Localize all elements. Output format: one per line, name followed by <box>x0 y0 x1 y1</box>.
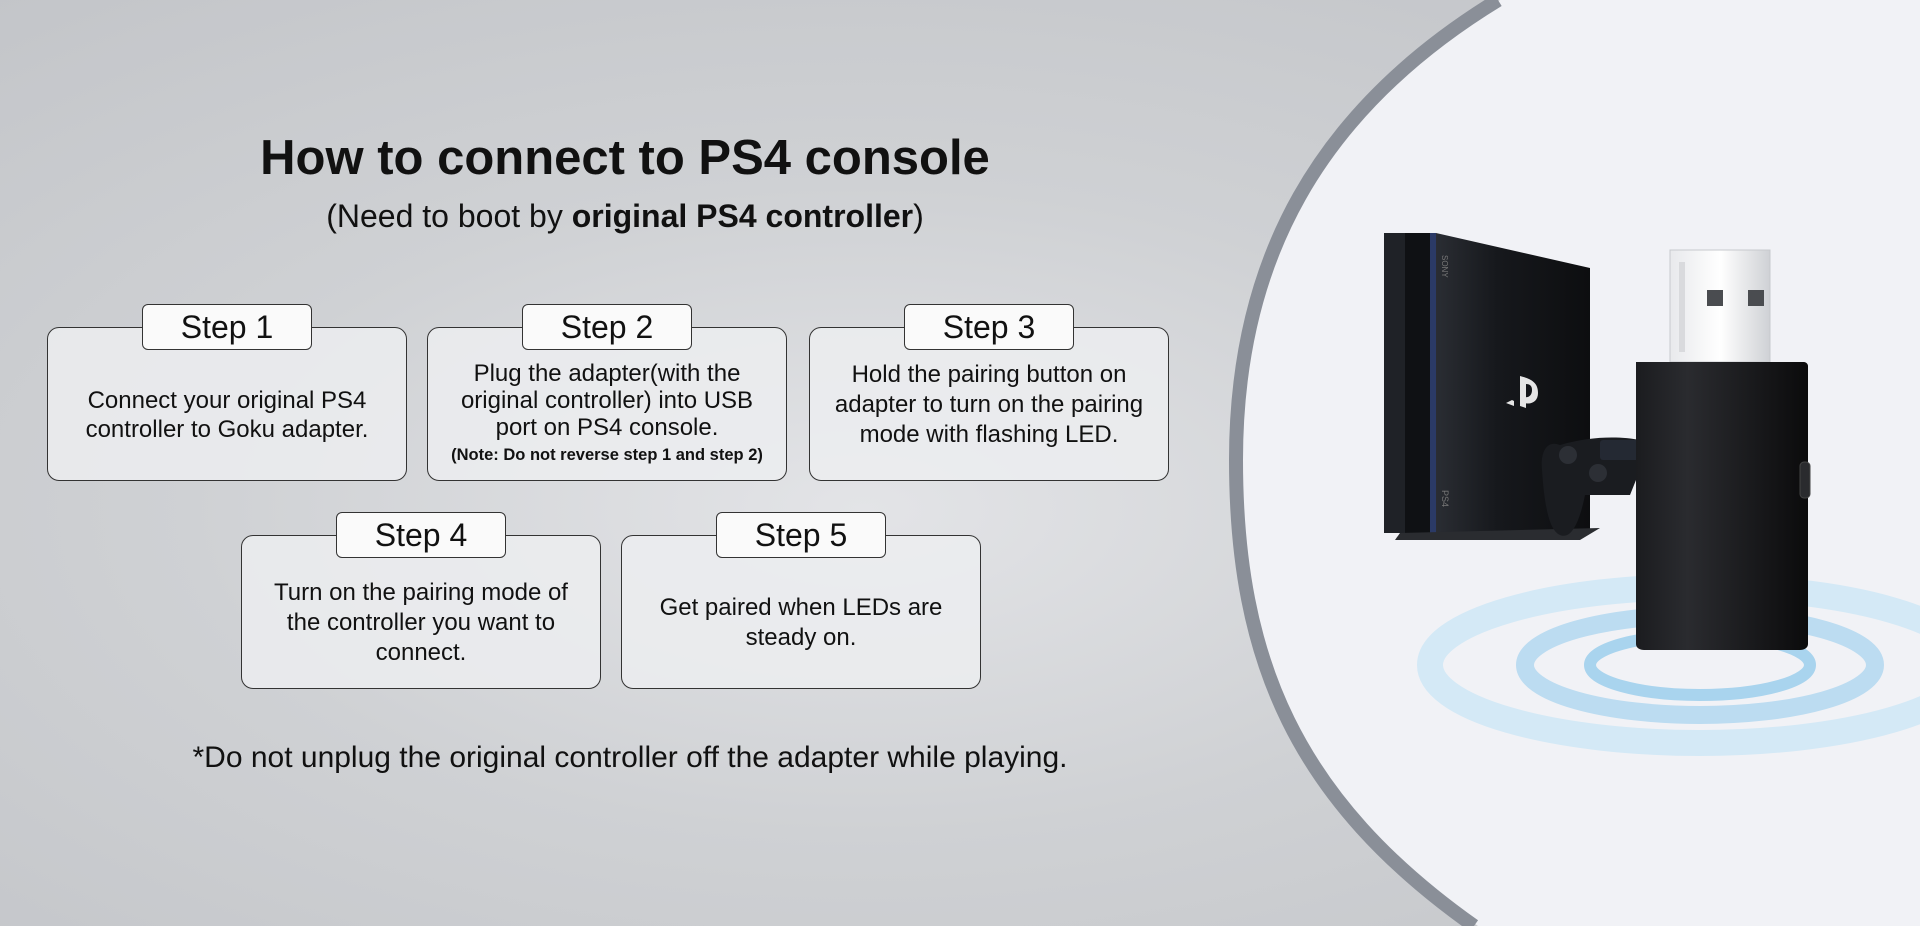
step-note: (Note: Do not reverse step 1 and step 2) <box>451 446 763 464</box>
step-card-3: Step 3 Hold the pairing button on adapte… <box>809 304 1169 481</box>
step-body: Get paired when LEDs are steady on. <box>632 564 970 682</box>
step-body: Plug the adapter(with the original contr… <box>432 360 782 474</box>
pairing-button <box>1799 461 1811 499</box>
footnote: *Do not unplug the original controller o… <box>192 741 1068 774</box>
step-text: Hold the pairing button on adapter to tu… <box>834 361 1144 448</box>
panel-arc <box>1228 0 1502 926</box>
ps4-controller-icon <box>1541 437 1640 536</box>
step-card-5: Step 5 Get paired when LEDs are steady o… <box>621 512 981 689</box>
step-text: Connect your original PS4 controller to … <box>85 387 369 443</box>
console-model-label: PS4 <box>1440 490 1450 507</box>
step-card-1: Step 1 Connect your original PS4 control… <box>47 304 407 481</box>
step-label: Step 2 <box>522 304 692 350</box>
subtitle-prefix: (Need to boot by <box>326 198 572 234</box>
step-body: Connect your original PS4 controller to … <box>58 356 396 474</box>
page-subtitle: (Need to boot by original PS4 controller… <box>0 196 1250 236</box>
subtitle-suffix: ) <box>913 198 924 234</box>
step-label: Step 1 <box>142 304 312 350</box>
playstation-logo-icon <box>1506 376 1538 408</box>
step-text: Turn on the pairing mode of the controll… <box>274 579 568 666</box>
console-brand-label: SONY <box>1440 255 1449 278</box>
step-card-2: Step 2 Plug the adapter(with the origina… <box>427 304 787 481</box>
step-label: Step 4 <box>336 512 506 558</box>
step-text: Plug the adapter(with the original contr… <box>460 360 754 441</box>
step-label: Step 3 <box>904 304 1074 350</box>
usb-adapter-icon <box>1636 249 1811 650</box>
step-text: Get paired when LEDs are steady on. <box>659 594 943 651</box>
step-label: Step 5 <box>716 512 886 558</box>
page-title: How to connect to PS4 console <box>260 131 990 185</box>
subtitle-bold: original PS4 controller <box>571 198 914 234</box>
step-body: Hold the pairing button on adapter to tu… <box>820 356 1158 474</box>
step-body: Turn on the pairing mode of the controll… <box>252 564 590 682</box>
step-card-4: Step 4 Turn on the pairing mode of the c… <box>241 512 601 689</box>
